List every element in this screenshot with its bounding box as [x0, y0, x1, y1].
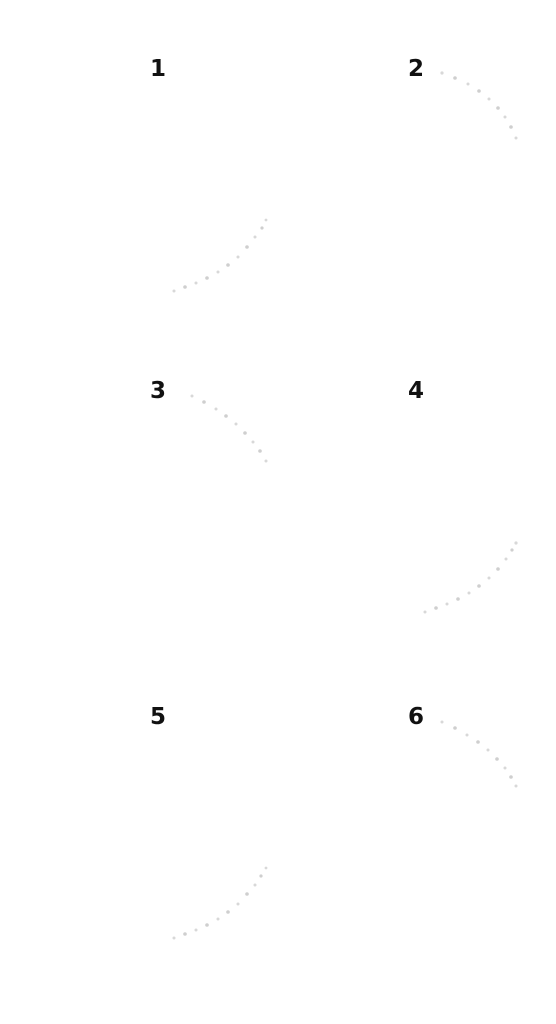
step-4: 4 — [408, 380, 556, 680]
step-5: 5 — [150, 706, 410, 1006]
step-1: 1 — [150, 58, 410, 358]
step-number: 6 — [408, 704, 425, 730]
step-number: 5 — [150, 704, 167, 730]
step-2: 2 — [408, 58, 556, 358]
step-number: 3 — [150, 378, 167, 404]
step-6: 6 — [408, 706, 556, 1006]
step-number: 2 — [408, 56, 425, 82]
step-number: 1 — [150, 56, 167, 82]
step-3: 3 — [150, 380, 410, 680]
step-number: 4 — [408, 378, 425, 404]
